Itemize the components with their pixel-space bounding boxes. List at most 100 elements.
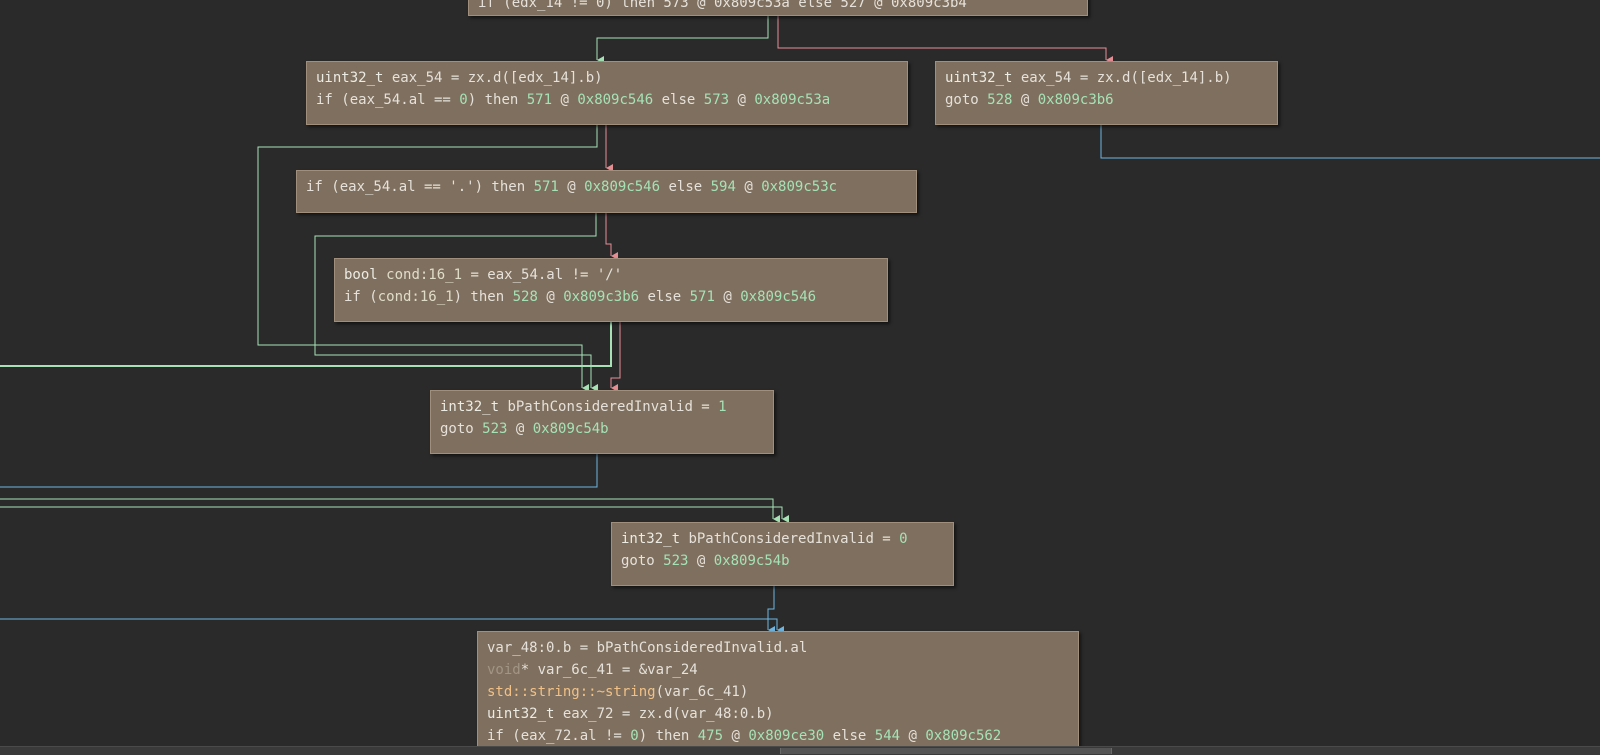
code-line[interactable]: int32_t bPathConsideredInvalid = 1	[440, 396, 764, 418]
code-token[interactable]: std::string::~string	[487, 684, 656, 700]
code-line[interactable]: if (cond:16_1) then 528 @ 0x809c3b6 else…	[344, 286, 878, 308]
code-line[interactable]: uint32_t eax_72 = zx.d(var_48:0.b)	[487, 703, 1069, 725]
horizontal-scrollbar[interactable]	[0, 746, 1600, 755]
code-token[interactable]: if (	[344, 289, 378, 305]
code-token[interactable]: 0x809c546	[577, 92, 654, 108]
code-token[interactable]: 1	[718, 399, 727, 415]
code-token[interactable]: if (eax_54.al ==	[316, 92, 460, 108]
code-token[interactable]: 573	[703, 92, 730, 108]
code-line[interactable]: if (eax_54.al == '.') then 571 @ 0x809c5…	[306, 176, 907, 198]
code-token[interactable]: @	[688, 553, 714, 569]
code-line[interactable]: goto 528 @ 0x809c3b6	[945, 89, 1268, 111]
code-token[interactable]: 0x809c3b6	[1037, 92, 1114, 108]
code-token[interactable]: uint32_t	[945, 70, 1013, 86]
code-token[interactable]: @	[735, 179, 762, 195]
code-token[interactable]: @	[507, 421, 533, 437]
code-token[interactable]: else	[639, 289, 690, 305]
code-token[interactable]: else	[653, 92, 704, 108]
edge-false-dot-to-slash	[605, 212, 618, 260]
code-token[interactable]: goto	[945, 92, 988, 108]
code-token[interactable]: 544	[874, 728, 901, 744]
code-token[interactable]: @	[729, 92, 755, 108]
code-line[interactable]: int32_t bPathConsideredInvalid = 0	[621, 528, 944, 550]
code-token[interactable]: 528	[987, 92, 1013, 108]
block-eax54-goto[interactable]: uint32_t eax_54 = zx.d([edx_14].b)goto 5…	[935, 61, 1278, 125]
code-token[interactable]: 528	[512, 289, 538, 305]
code-line[interactable]: goto 523 @ 0x809c54b	[440, 418, 764, 440]
code-token[interactable]: void	[487, 662, 521, 678]
code-token[interactable]: bPathConsideredInvalid =	[499, 399, 719, 415]
code-token[interactable]: var_48:0.b = bPathConsideredInvalid.al	[487, 640, 808, 656]
code-line[interactable]: goto 523 @ 0x809c54b	[621, 550, 944, 572]
code-token[interactable]: if (eax_72.al !=	[487, 728, 631, 744]
code-token[interactable]: else	[824, 728, 875, 744]
code-token[interactable]: ) then	[638, 728, 698, 744]
code-line[interactable]: if (edx_14 != 0) then 573 @ 0x809c53a el…	[478, 0, 1078, 14]
code-token[interactable]: else	[660, 179, 711, 195]
code-token[interactable]: @	[537, 289, 564, 305]
code-token[interactable]: 0x809c53a	[754, 92, 831, 108]
code-token[interactable]: eax_72 = zx.d(var_48:0.b)	[554, 706, 774, 722]
code-token[interactable]: 0x809c562	[925, 728, 1002, 744]
block-dot-test[interactable]: if (eax_54.al == '.') then 571 @ 0x809c5…	[296, 170, 917, 213]
code-token[interactable]: 571	[526, 92, 553, 108]
code-token[interactable]: @	[714, 289, 741, 305]
code-token[interactable]: 0x809c54b	[532, 421, 609, 437]
code-line[interactable]: uint32_t eax_54 = zx.d([edx_14].b)	[316, 67, 898, 89]
code-token[interactable]: 523	[663, 553, 689, 569]
code-token[interactable]: 0x809c546	[740, 289, 817, 305]
code-token[interactable]: 0x809c3b6	[563, 289, 640, 305]
code-token[interactable]: 0	[459, 92, 468, 108]
code-token[interactable]: 475	[697, 728, 724, 744]
code-token[interactable]: @	[558, 179, 585, 195]
code-token[interactable]: 0	[899, 531, 908, 547]
code-token[interactable]: 523	[482, 421, 508, 437]
code-token[interactable]: @	[1012, 92, 1038, 108]
block-slash-test[interactable]: bool cond:16_1 = eax_54.al != '/'if (con…	[334, 258, 888, 322]
code-token[interactable]: @	[723, 728, 749, 744]
block-merge[interactable]: var_48:0.b = bPathConsideredInvalid.al vo…	[477, 631, 1079, 748]
code-line[interactable]: bool cond:16_1 = eax_54.al != '/'	[344, 264, 878, 286]
code-token[interactable]: if (eax_54.al == '.') then	[306, 179, 534, 195]
code-token[interactable]: uint32_t	[316, 70, 384, 86]
code-line[interactable]: var_48:0.b = bPathConsideredInvalid.al	[487, 637, 1069, 659]
code-token[interactable]: * var_6c_41 = &var_24	[520, 662, 698, 678]
code-token[interactable]: eax_54 = zx.d([edx_14].b)	[383, 70, 603, 86]
code-token[interactable]: 0x809c53c	[761, 179, 838, 195]
code-token[interactable]: 571	[689, 289, 715, 305]
code-token[interactable]: 0	[630, 728, 639, 744]
code-token[interactable]: @	[552, 92, 578, 108]
code-line[interactable]: std::string::~string(var_6c_41)	[487, 681, 1069, 703]
code-token[interactable]: goto	[440, 421, 483, 437]
block-eax54-test[interactable]: uint32_t eax_54 = zx.d([edx_14].b)if (ea…	[306, 61, 908, 125]
code-token[interactable]: uint32_t	[487, 706, 555, 722]
code-token[interactable]: 594	[710, 179, 736, 195]
code-token[interactable]: bPathConsideredInvalid =	[680, 531, 900, 547]
code-token[interactable]: int32_t	[440, 399, 500, 415]
code-token[interactable]: cond:16_1	[377, 289, 454, 305]
code-line[interactable]: if (eax_54.al == 0) then 571 @ 0x809c546…	[316, 89, 898, 111]
code-token[interactable]: ) then	[467, 92, 527, 108]
code-token[interactable]: = eax_54.al != '/'	[462, 267, 623, 283]
code-token[interactable]: 571	[533, 179, 559, 195]
code-line[interactable]: uint32_t eax_54 = zx.d([edx_14].b)	[945, 67, 1268, 89]
code-line[interactable]: if (eax_72.al != 0) then 475 @ 0x809ce30…	[487, 725, 1069, 747]
scrollbar-thumb[interactable]	[780, 748, 1112, 754]
code-token[interactable]: 0x809ce30	[748, 728, 825, 744]
code-line[interactable]: void* var_6c_41 = &var_24	[487, 659, 1069, 681]
block-top[interactable]: if (edx_14 != 0) then 573 @ 0x809c53a el…	[468, 0, 1088, 16]
code-token[interactable]: int32_t	[621, 531, 681, 547]
code-token[interactable]: bool	[344, 267, 387, 283]
code-token[interactable]: cond:16_1	[386, 267, 463, 283]
code-token[interactable]: ) then	[453, 289, 513, 305]
code-token[interactable]: 0x809c54b	[713, 553, 790, 569]
code-token[interactable]: goto	[621, 553, 664, 569]
code-token[interactable]: if (edx_14 != 0) then 573 @ 0x809c53a el…	[478, 0, 967, 11]
code-token[interactable]: 0x809c546	[584, 179, 661, 195]
code-token[interactable]: @	[900, 728, 926, 744]
code-token[interactable]: eax_54 = zx.d([edx_14].b)	[1012, 70, 1232, 86]
code-token[interactable]: (var_6c_41)	[655, 684, 749, 700]
